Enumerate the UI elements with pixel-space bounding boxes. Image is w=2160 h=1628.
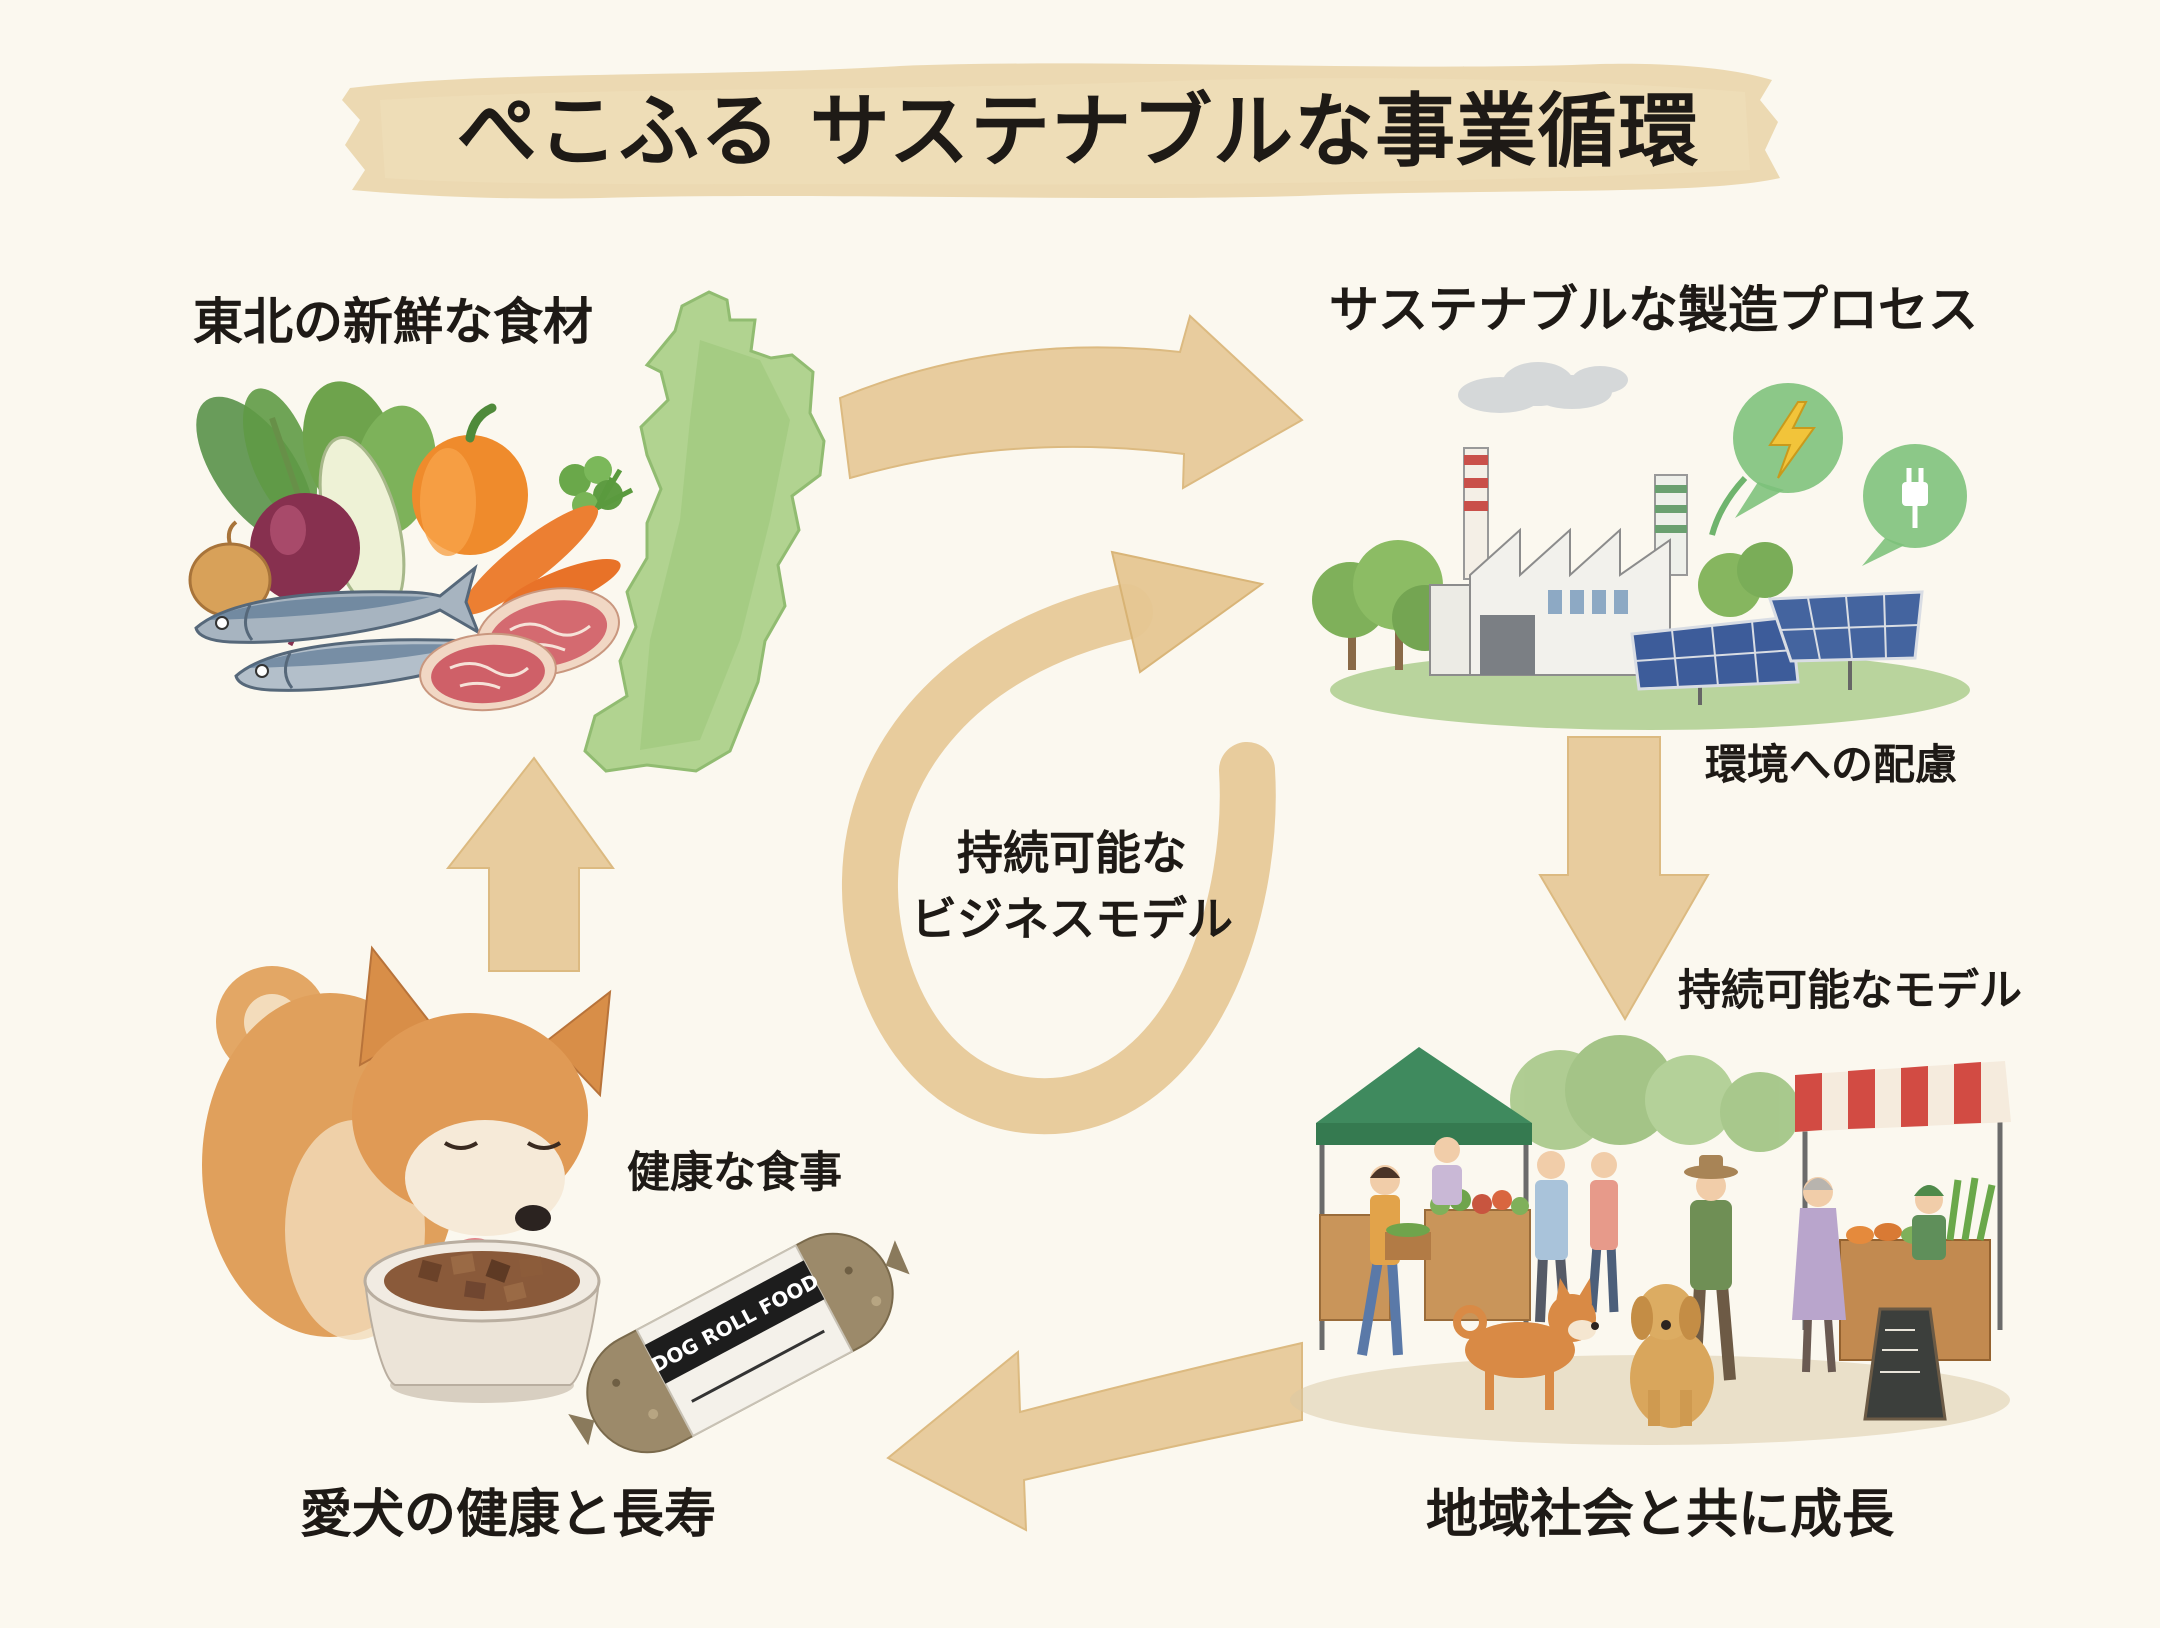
chimney-red	[1463, 447, 1489, 580]
elderly-woman	[1792, 1177, 1846, 1373]
onion	[188, 520, 272, 618]
produce-stalls	[1319, 1177, 1996, 1361]
arrow-ingredients-to-manufacturing	[838, 314, 1304, 490]
environment-sublabel: 環境への配慮	[1705, 740, 1958, 789]
manufacturing-label: サステナブルな製造プロセス	[1329, 281, 1978, 339]
arrow-manufacturing-to-community	[1538, 736, 1710, 1021]
background-trees	[1510, 1035, 1800, 1152]
title-banner	[342, 63, 1780, 199]
center-label-line1: 持続可能な	[957, 826, 1187, 880]
bell-pepper	[412, 403, 528, 556]
community-label: 地域社会と共に成長	[1426, 1485, 1895, 1545]
parsley	[559, 456, 623, 518]
sustainable-model-sublabel: 持続可能なモデル	[1678, 966, 2022, 1016]
dog-nose	[515, 1205, 551, 1231]
vendor-in-tent	[1432, 1137, 1462, 1205]
plug-icon	[1862, 444, 1967, 566]
center-cycle-arrow	[841, 550, 1276, 1135]
vendor-green-apron	[1912, 1185, 1946, 1260]
ingredients-label: 東北の新鮮な食材	[193, 293, 593, 351]
page-title: ぺこふる サステナブルな事業循環	[456, 85, 1700, 178]
pet-health-label: 愛犬の健康と長寿	[300, 1485, 717, 1545]
dog-meal-illustration: DOG ROLL FOOD	[202, 945, 910, 1454]
beet	[243, 388, 317, 522]
shiba-dog-eating	[202, 945, 612, 1340]
ingredients-illustration	[188, 381, 634, 712]
fish	[194, 563, 482, 644]
energy-flow-arrow	[1709, 475, 1748, 536]
healthy-meal-sublabel: 健康な食事	[627, 1148, 842, 1198]
chalkboard-sign	[1863, 1307, 1947, 1421]
arrow-pet-to-ingredients	[445, 756, 615, 972]
meat-steaks	[419, 587, 620, 712]
center-label-line2: ビジネスモデル	[911, 892, 1233, 946]
market-illustration	[1290, 1035, 2011, 1445]
factory-building	[1429, 527, 1671, 676]
shiba-dog-market	[1453, 1278, 1599, 1410]
shopper-pink	[1587, 1152, 1619, 1313]
lightning-icon	[1733, 383, 1843, 518]
tohoku-map	[583, 290, 826, 773]
arrow-community-to-pet	[886, 1341, 1303, 1532]
clouds	[1458, 362, 1628, 413]
factory-illustration	[1312, 362, 1970, 730]
solar-panels	[1630, 590, 1924, 705]
dog-roll-food-package: DOG ROLL FOOD	[568, 1232, 910, 1454]
golden-retriever	[1630, 1284, 1714, 1428]
person-carrying-crate	[1357, 1165, 1431, 1356]
food-bowl	[363, 1239, 601, 1403]
